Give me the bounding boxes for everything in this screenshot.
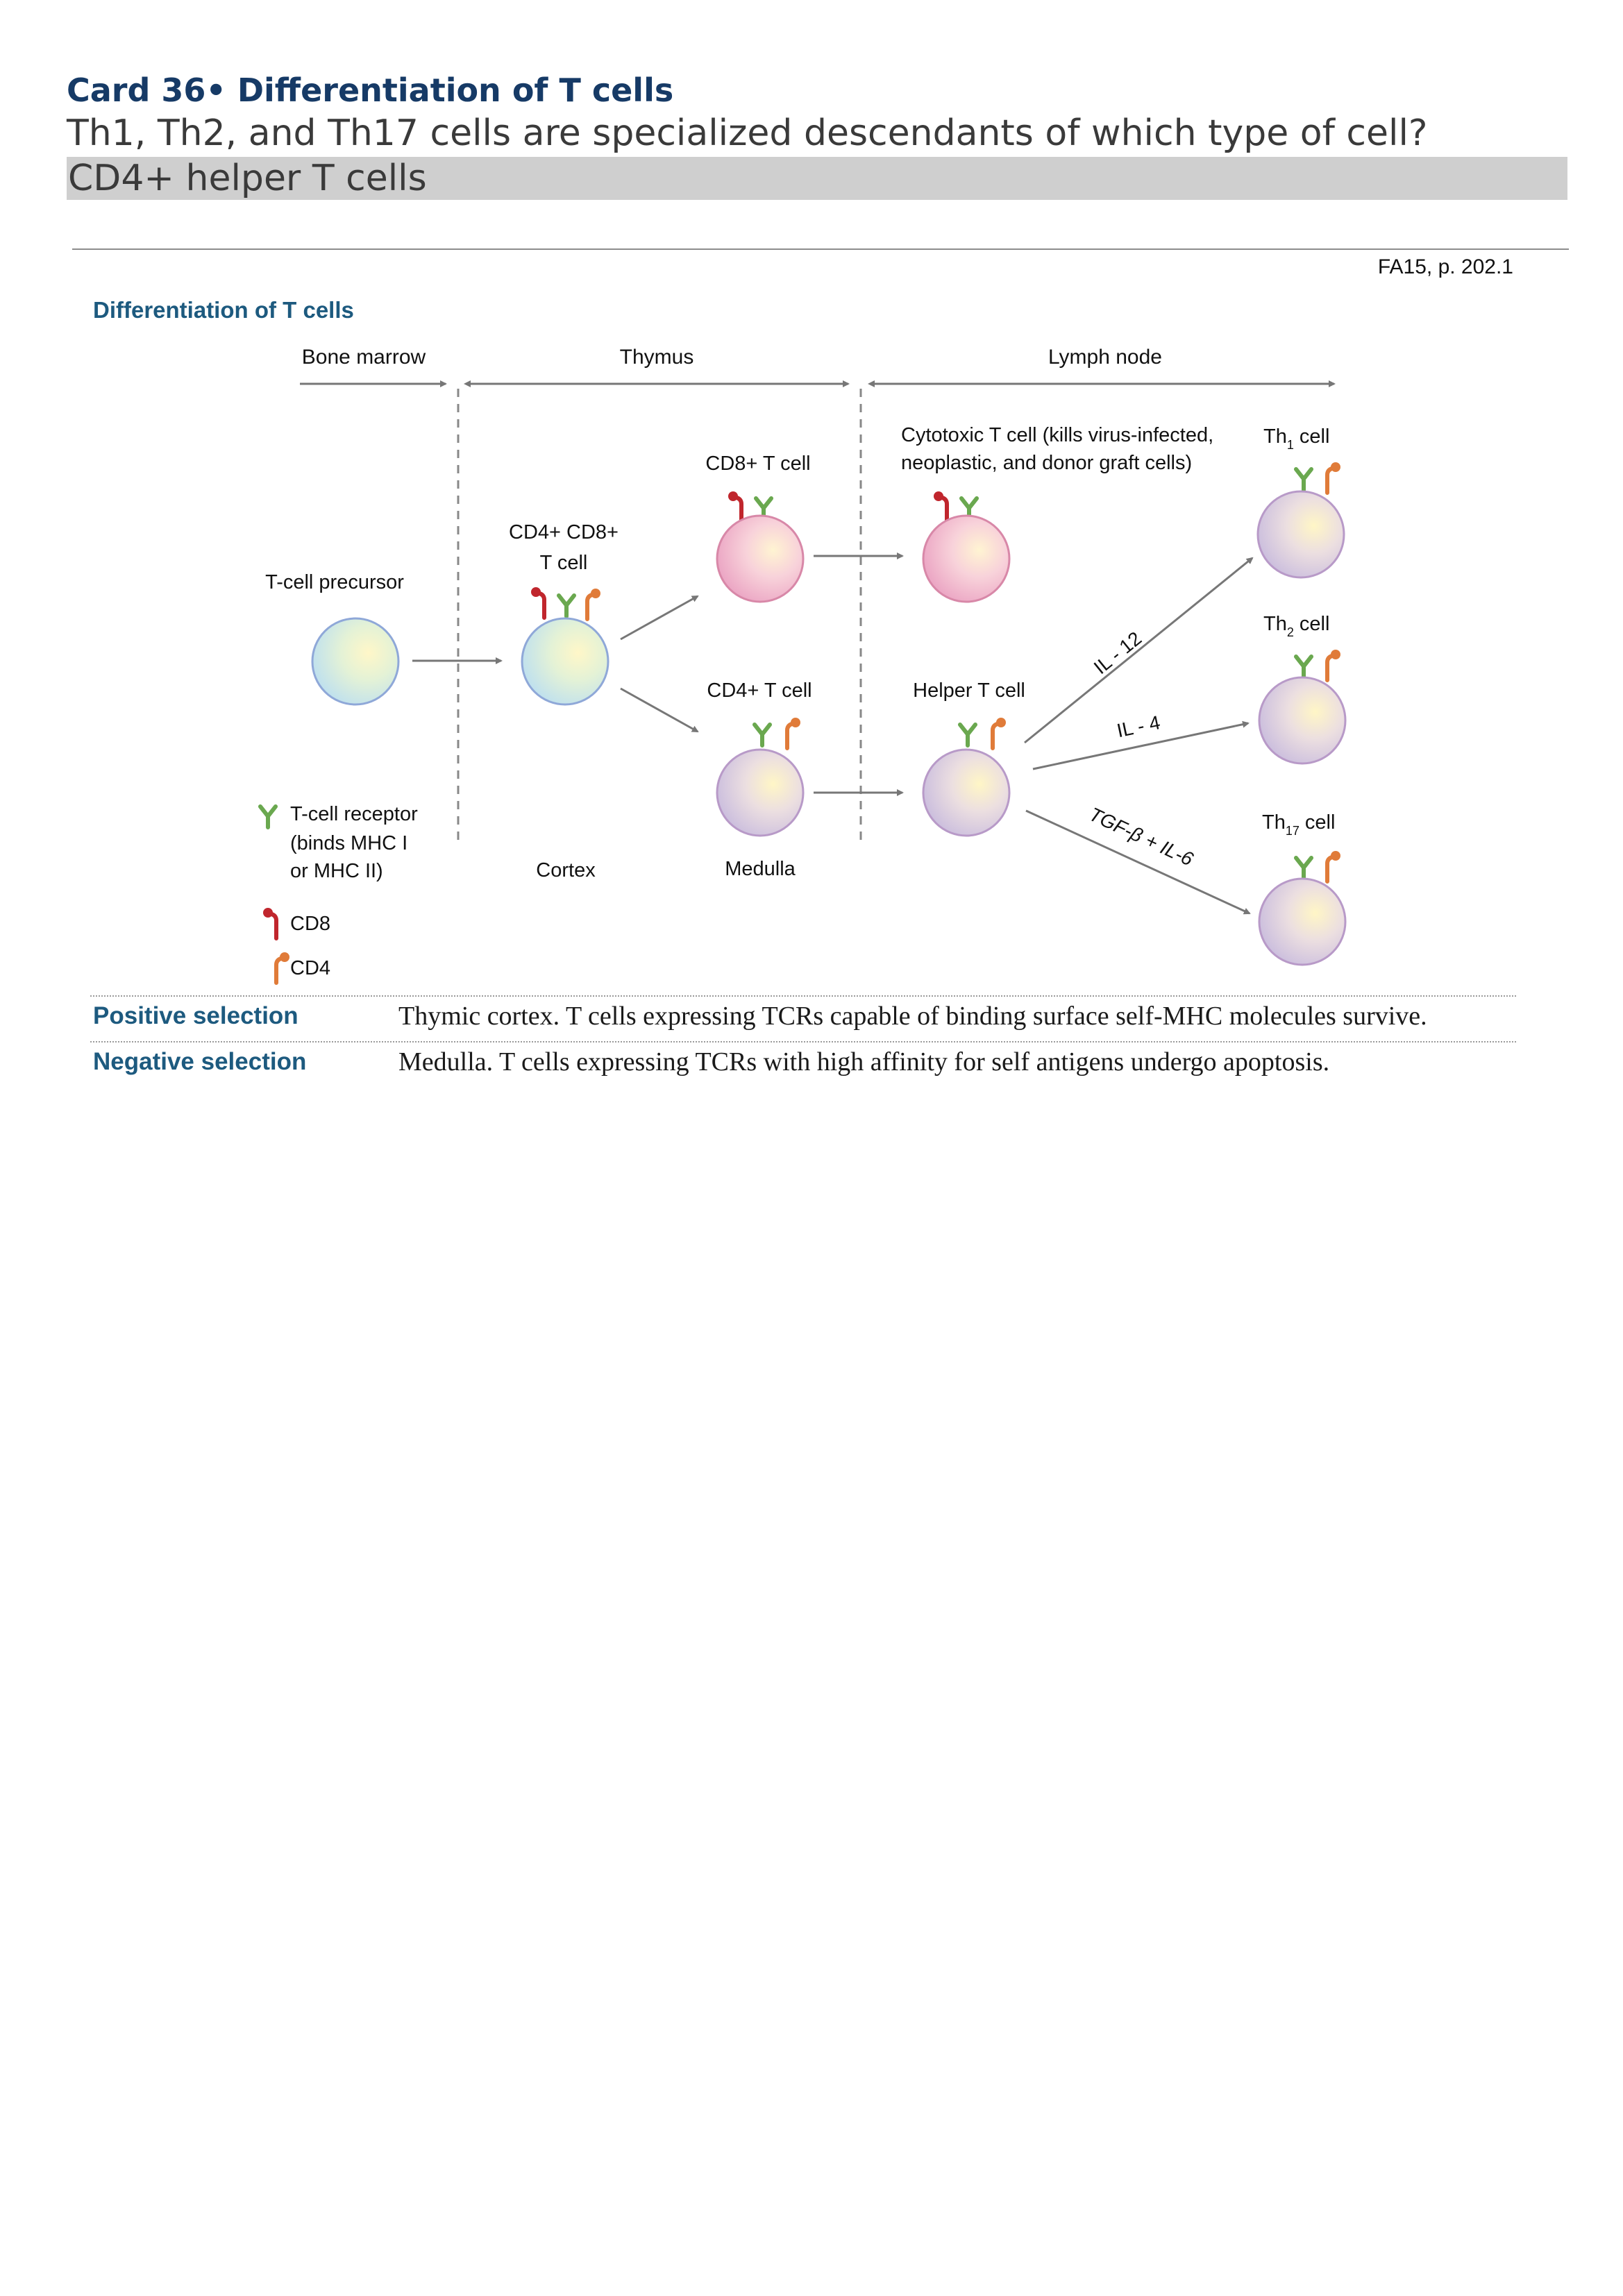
region-bone-marrow: Bone marrow: [302, 346, 426, 369]
t-cell-differentiation-figure: Differentiation of T cells Bone marrow T…: [93, 297, 1347, 999]
t-cell-receptor-icon: [559, 596, 574, 616]
figure-heading: Differentiation of T cells: [93, 297, 354, 323]
card-question: Th1, Th2, and Th17 cells are specialized…: [67, 112, 1428, 154]
cell-icon: [521, 617, 609, 706]
cell-icon: [922, 748, 1011, 837]
cd8-icon: [728, 491, 741, 522]
cd4-icon: [787, 718, 800, 748]
cd4-icon: [587, 589, 600, 619]
cell-icon: [1258, 877, 1347, 966]
helper-label: Helper T cell: [913, 679, 1025, 702]
card-header: Card 36• Differentiation of T cells Th1,…: [67, 69, 1567, 200]
cd8-icon: [531, 587, 544, 618]
divider: [90, 1041, 1516, 1043]
row-text: Thymic cortex. T cells expressing TCRs c…: [398, 1002, 1427, 1031]
precursor-label: T-cell precursor: [265, 571, 404, 593]
cytotoxic-label-2: neoplastic, and donor graft cells): [901, 452, 1192, 474]
cd8-cell-label: CD8+ T cell: [705, 453, 810, 475]
region-thymus: Thymus: [620, 346, 694, 369]
cell-icon: [1256, 490, 1345, 579]
arrow-icon: [1024, 557, 1254, 744]
cytotoxic-label: Cytotoxic T cell (kills virus-infected,: [901, 424, 1213, 446]
cd4-cell-label: CD4+ T cell: [707, 679, 812, 702]
region-lymph-node: Lymph node: [1048, 346, 1162, 369]
cell-icon: [311, 617, 400, 706]
cd4-icon: [1327, 851, 1340, 881]
card-title: Card 36• Differentiation of T cells: [67, 71, 674, 109]
arrow-icon: [1032, 720, 1250, 770]
arrow-icon: [620, 687, 699, 733]
cd4-icon: [1327, 462, 1340, 493]
cell-icon: [922, 514, 1011, 603]
cd4-icon: [276, 952, 289, 983]
cd4-icon: [1327, 650, 1340, 680]
row-label: Positive selection: [93, 1002, 298, 1029]
t-cell-receptor-icon: [960, 725, 975, 745]
card-answer: CD4+ helper T cells: [67, 157, 1567, 200]
row-text: Medulla. T cells expressing TCRs with hi…: [398, 1047, 1330, 1077]
arrow-icon: [1025, 809, 1251, 915]
double-positive-label: CD4+ CD8+: [509, 521, 619, 543]
th2-label: Th2 cell: [1263, 613, 1329, 639]
legend-cd4: CD4: [290, 957, 330, 979]
legend-tcr-3: or MHC II): [290, 860, 383, 882]
t-cell-receptor-icon: [260, 807, 276, 827]
t-cell-receptor-icon: [1296, 469, 1311, 490]
cytokine-il4: IL - 4: [1115, 711, 1162, 741]
table-row: Positive selection Thymic cortex. T cell…: [90, 998, 1516, 1041]
th1-label: Th1 cell: [1263, 425, 1329, 452]
legend-tcr: T-cell receptor: [290, 803, 418, 825]
th17-label: Th17 cell: [1262, 811, 1335, 838]
cd8-icon: [263, 908, 276, 938]
cell-icon: [716, 514, 805, 603]
cell-icon: [716, 748, 805, 837]
cytokine-tgf-il6: TGF-β + IL-6: [1086, 803, 1197, 870]
cell-icon: [1258, 676, 1347, 765]
cd8-icon: [934, 491, 947, 522]
double-positive-label-2: T cell: [540, 552, 588, 574]
legend-cd8: CD8: [290, 913, 330, 935]
row-label: Negative selection: [93, 1048, 307, 1075]
cortex-label: Cortex: [536, 859, 596, 881]
page-reference: FA15, p. 202.1: [1377, 255, 1513, 278]
medulla-label: Medulla: [725, 858, 796, 880]
t-cell-receptor-icon: [755, 725, 770, 745]
t-cell-receptor-icon: [1296, 858, 1311, 879]
divider: [90, 995, 1516, 997]
table-row: Negative selection Medulla. T cells expr…: [90, 1044, 1516, 1087]
legend-tcr-2: (binds MHC I: [290, 832, 407, 854]
cd4-icon: [993, 718, 1006, 748]
divider: [72, 248, 1569, 250]
t-cell-receptor-icon: [1296, 657, 1311, 677]
arrow-icon: [620, 595, 699, 641]
cytokine-il12: IL - 12: [1090, 627, 1145, 678]
